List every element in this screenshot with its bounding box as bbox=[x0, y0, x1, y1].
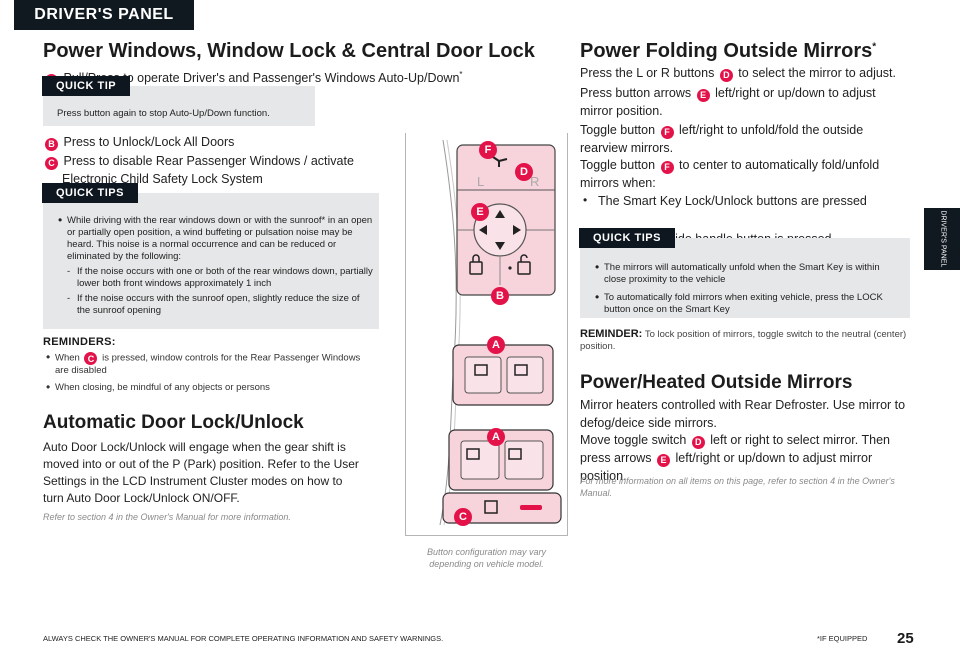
right-ref: For more information on all items on thi… bbox=[580, 476, 895, 498]
tip-dash-1: If the noise occurs with one or both of … bbox=[55, 266, 373, 290]
mirror-p3-pre: Toggle button bbox=[580, 123, 656, 137]
item-c-line1: Press to disable Rear Passenger Windows … bbox=[63, 154, 354, 168]
badge-c: C bbox=[84, 352, 98, 365]
reminder-1-pre: When bbox=[55, 352, 80, 364]
heated-p1: Mirror heaters controlled with Rear Defr… bbox=[580, 398, 906, 430]
auto-lock-ref: Refer to section 4 in the Owner's Manual… bbox=[43, 512, 291, 522]
divider-bottom bbox=[405, 535, 568, 536]
badge-f: F bbox=[660, 160, 674, 174]
item-c: C Press to disable Rear Passenger Window… bbox=[43, 152, 373, 188]
side-tab-label: DRIVER'S PANEL bbox=[938, 210, 946, 268]
badge-d: D bbox=[719, 68, 733, 82]
divider-left bbox=[405, 133, 406, 535]
item-b: B Press to Unlock/Lock All Doors bbox=[43, 133, 363, 151]
mirror-p1: Press the L or R buttons D to select the… bbox=[580, 64, 910, 82]
footer-warning: ALWAYS CHECK THE OWNER'S MANUAL FOR COMP… bbox=[43, 634, 444, 643]
divider-right bbox=[567, 133, 568, 535]
reminders: REMINDERS: When C is pressed, window con… bbox=[43, 336, 373, 394]
mirror-reminder-text: To lock position of mirrors, toggle swit… bbox=[580, 329, 907, 352]
side-tab: DRIVER'S PANEL bbox=[924, 208, 960, 270]
diagram-caption: Button configuration may vary depending … bbox=[426, 547, 547, 569]
heated-p2: Move toggle switch D left or right to se… bbox=[580, 431, 910, 485]
mirror-p2-post: left/right or up/down to adjust mirror p… bbox=[580, 86, 876, 118]
badge-e: E bbox=[696, 88, 710, 102]
heated-title: Power/Heated Outside Mirrors bbox=[580, 372, 853, 393]
svg-text:L: L bbox=[477, 174, 484, 189]
callout-d: D bbox=[515, 163, 533, 181]
quick-tips-content: While driving with the rear windows down… bbox=[55, 214, 373, 317]
callout-a-2: A bbox=[487, 428, 505, 446]
mirror-tips-content: The mirrors will automatically unfold wh… bbox=[592, 261, 898, 316]
mirror-tip-1: The mirrors will automatically unfold wh… bbox=[592, 261, 898, 286]
heated-p2-post: left/right or up/down to adjust mirror p… bbox=[580, 451, 873, 483]
page-number: 25 bbox=[897, 630, 914, 647]
reminders-title: REMINDERS: bbox=[43, 336, 116, 348]
tip-dash-2: If the noise occurs with the sunroof ope… bbox=[55, 293, 373, 317]
item-a-text: Pull/Press to operate Driver's and Passe… bbox=[63, 71, 460, 86]
mirror-title: Power Folding Outside Mirrors* bbox=[580, 40, 876, 63]
heated-p2-mid: left or right to select mirror. Then pre… bbox=[580, 433, 890, 465]
mirror-reminder: REMINDER: To lock position of mirrors, t… bbox=[580, 328, 910, 353]
mirror-bullet-1: The Smart Key Lock/Unlock buttons are pr… bbox=[580, 191, 928, 210]
mirror-p2-pre: Press button arrows bbox=[580, 86, 692, 100]
auto-lock-title: Automatic Door Lock/Unlock bbox=[43, 412, 304, 433]
mirror-p3-post: left/right to unfold/fold the outside re… bbox=[580, 123, 864, 155]
mirror-p1-pre: Press the L or R buttons bbox=[580, 66, 715, 80]
callout-b: B bbox=[491, 287, 509, 305]
section-tab-label: DRIVER'S PANEL bbox=[34, 6, 174, 23]
svg-text:R: R bbox=[530, 174, 539, 189]
reminder-1: When C is pressed, window controls for t… bbox=[43, 351, 373, 377]
quick-tip-text: Press button again to stop Auto-Up/Down … bbox=[57, 108, 270, 119]
page-title: Power Windows, Window Lock & Central Doo… bbox=[43, 40, 535, 62]
mirror-tip-2: To automatically fold mirrors when exiti… bbox=[592, 291, 898, 316]
badge-c: C bbox=[45, 156, 58, 170]
quick-tips-tag: QUICK TIPS bbox=[42, 183, 138, 203]
mirror-p3: Toggle button F left/right to unfold/fol… bbox=[580, 121, 910, 157]
footer-if-equipped: *IF EQUIPPED bbox=[817, 634, 868, 643]
badge-d: D bbox=[691, 435, 705, 449]
mirror-quick-tips-box: QUICK TIPS The mirrors will automaticall… bbox=[579, 228, 910, 318]
mirror-title-star: * bbox=[872, 41, 877, 53]
mirror-p4-post: to center to automatically fold/unfold m… bbox=[580, 158, 880, 190]
mirror-p4: Toggle button F to center to automatical… bbox=[580, 156, 910, 192]
callout-c: C bbox=[454, 508, 472, 526]
badge-f: F bbox=[660, 125, 674, 139]
mirror-p1-post: to select the mirror to adjust. bbox=[738, 66, 896, 80]
mirror-reminder-label: REMINDER: bbox=[580, 328, 643, 340]
mirror-p2: Press button arrows E left/right or up/d… bbox=[580, 84, 910, 120]
callout-e: E bbox=[471, 203, 489, 221]
reminder-2: When closing, be mindful of any objects … bbox=[43, 381, 373, 394]
item-c-line2: Electronic Child Safety Lock System bbox=[62, 172, 263, 186]
mirror-title-text: Power Folding Outside Mirrors bbox=[580, 40, 873, 62]
reminder-1-post: is pressed, window controls for the Rear… bbox=[55, 352, 361, 377]
badge-e: E bbox=[657, 453, 671, 467]
item-b-text: Press to Unlock/Lock All Doors bbox=[63, 135, 235, 149]
mirror-quick-tips-tag: QUICK TIPS bbox=[579, 228, 675, 248]
callout-a-1: A bbox=[487, 336, 505, 354]
callout-f: F bbox=[479, 141, 497, 159]
quick-tip-box: QUICK TIP Press button again to stop Aut… bbox=[42, 76, 315, 126]
door-panel-diagram: L R bbox=[439, 139, 562, 526]
quick-tip-tag: QUICK TIP bbox=[42, 76, 131, 96]
heated-p2-pre: Move toggle switch bbox=[580, 433, 687, 447]
section-tab: DRIVER'S PANEL bbox=[14, 0, 194, 30]
quick-tips-box: QUICK TIPS While driving with the rear w… bbox=[42, 183, 379, 329]
auto-lock-body: Auto Door Lock/Unlock will engage when t… bbox=[43, 440, 359, 505]
badge-b: B bbox=[45, 137, 58, 151]
mirror-p4-pre: Toggle button bbox=[580, 158, 656, 172]
tip-bullet: While driving with the rear windows down… bbox=[55, 214, 373, 263]
